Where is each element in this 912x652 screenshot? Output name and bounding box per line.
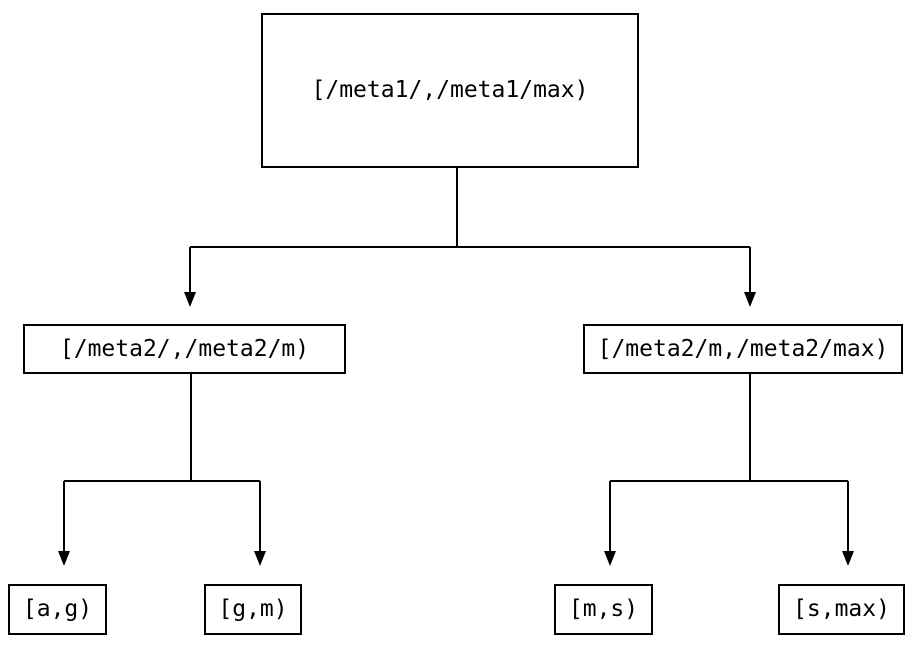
- node-label: [g,m): [218, 596, 288, 622]
- arrowhead-down-icon: [744, 292, 756, 307]
- node-label: [m,s): [568, 596, 639, 622]
- node-root-meta1-range: [/meta1/,/meta1/max): [261, 13, 639, 168]
- arrowhead-down-icon: [604, 551, 616, 566]
- arrowhead-down-icon: [58, 551, 70, 566]
- node-leaf-ms: [m,s): [554, 584, 653, 635]
- node-label: [/meta2/m,/meta2/max): [597, 335, 889, 362]
- node-label: [s,max): [793, 596, 890, 622]
- node-leaf-ag: [a,g): [8, 584, 107, 635]
- node-label: [/meta1/,/meta1/max): [311, 77, 589, 103]
- arrowhead-down-icon: [254, 551, 266, 566]
- node-label: [a,g): [22, 596, 93, 622]
- node-right-meta2-range: [/meta2/m,/meta2/max): [583, 324, 903, 374]
- node-label: [/meta2/,/meta2/m): [59, 335, 310, 362]
- arrowhead-down-icon: [184, 292, 196, 307]
- arrowhead-down-icon: [842, 551, 854, 566]
- node-leaf-smax: [s,max): [778, 584, 905, 635]
- node-left-meta2-range: [/meta2/,/meta2/m): [23, 324, 346, 374]
- node-leaf-gm: [g,m): [204, 584, 302, 635]
